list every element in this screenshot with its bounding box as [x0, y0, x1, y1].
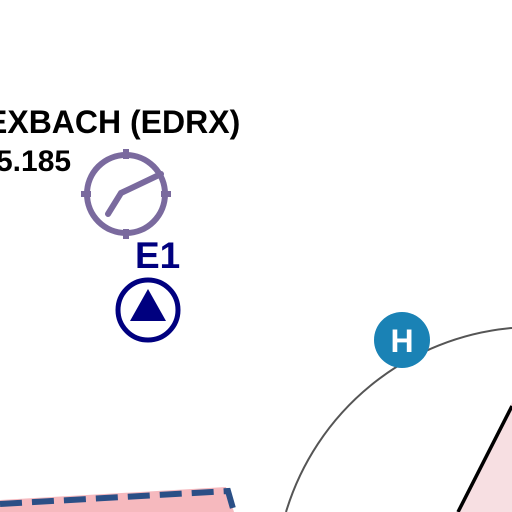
- reporting-point-triangle-icon: [115, 277, 181, 343]
- heliport-label: H: [390, 323, 413, 359]
- heliport-icon: H: [374, 312, 430, 368]
- airspace-boundary: [0, 487, 237, 512]
- compass-arc: [285, 327, 512, 512]
- airfield-name: EXBACH (EDRX): [0, 104, 240, 140]
- airfield-frequency: 5.185: [0, 145, 71, 178]
- airspace-boundary-line: [0, 487, 237, 512]
- airfield-runway-icon: [81, 149, 171, 239]
- restricted-area-border: [456, 405, 512, 512]
- compass-rose: [285, 327, 512, 512]
- reporting-point-label: E1: [135, 235, 180, 276]
